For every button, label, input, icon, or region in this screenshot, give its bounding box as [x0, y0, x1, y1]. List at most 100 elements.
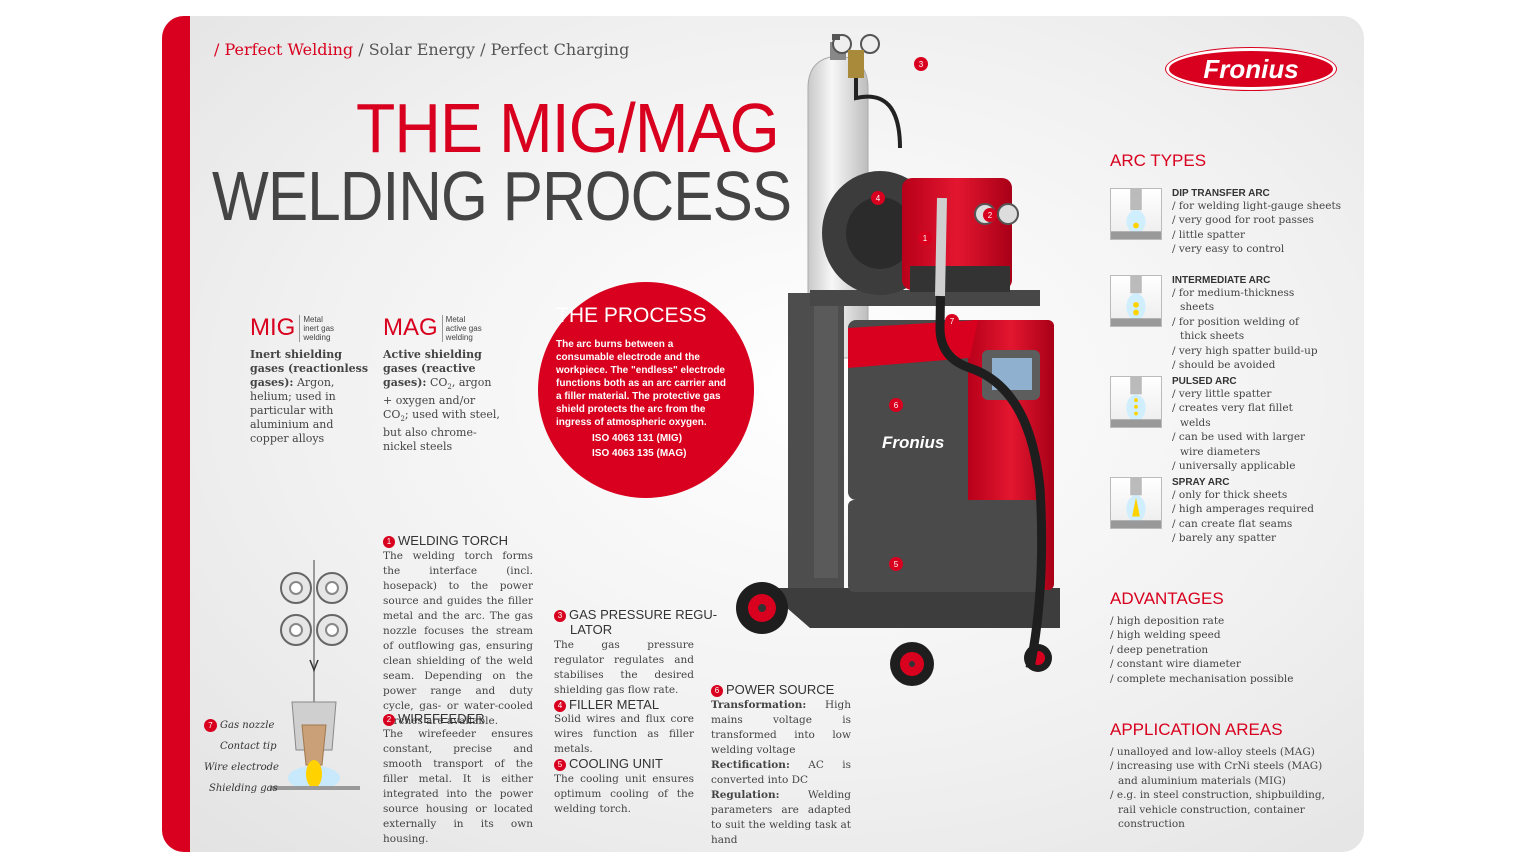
advantages-heading: ADVANTAGES [1110, 589, 1224, 608]
shielding-gas-label: Shielding gas [209, 783, 278, 794]
title-line-2: WELDING PROCESS [212, 157, 792, 235]
regulator-num: 3 [554, 610, 566, 622]
list-item: / only for thick sheets [1172, 489, 1288, 501]
wire-electrode-label: Wire electrode [204, 762, 279, 773]
list-item: / very good for root passes [1172, 214, 1314, 227]
list-item: / e.g. in steel construction, shipbuildi… [1110, 789, 1325, 831]
mag-desc-heading: Active shielding gases (reactive gases): [383, 348, 482, 389]
spray-arc-lines: / only for thick sheets / high amperages… [1172, 488, 1322, 546]
pulsed-arc-lines: / very little spatter / creates very fla… [1172, 387, 1322, 473]
list-item: / for medium-thickness sheets [1172, 287, 1295, 314]
diagram-callout-7: 7 [204, 719, 217, 732]
list-item: / high welding speed [1110, 629, 1221, 642]
spray-arc-name: SPRAY ARC [1172, 477, 1230, 488]
callout-2: 2 [988, 211, 993, 220]
power-rectification-label: Rectification: [711, 759, 790, 771]
advantages-list: / high deposition rate / high welding sp… [1110, 614, 1340, 686]
mag-description: Active shielding gases (reactive gases):… [383, 348, 501, 454]
welding-machine-illustration: Fronius 1 2 3 4 5 6 7 [736, 34, 1060, 686]
regulator-title: GAS PRESSURE REGU- [569, 607, 718, 622]
application-areas-heading: APPLICATION AREAS [1110, 720, 1283, 739]
filler-body: Solid wires and flux core wires function… [554, 713, 694, 755]
power-transformation-label: Transformation: [711, 699, 807, 711]
mig-expansion: Metal inert gas welding [299, 314, 335, 342]
arc-type-intermediate: INTERMEDIATE ARC / for medium-thickness … [1110, 275, 1322, 372]
power-rectification-body: AC is converted into DC [711, 759, 851, 786]
list-item: / high amperages required [1172, 503, 1314, 516]
application-areas-list: / unalloyed and low-alloy steels (MAG) /… [1110, 745, 1325, 831]
mig-exp-3: welding [303, 332, 331, 342]
dip-arc-name: DIP TRANSFER ARC [1172, 188, 1270, 199]
callout-5: 5 [894, 560, 899, 569]
torch-title: WELDING TORCH [398, 533, 509, 548]
pulsed-arc-text: PULSED ARC / very little spatter / creat… [1172, 376, 1322, 473]
cooling-body: The cooling unit ensures optimum cooling… [554, 773, 694, 815]
arc-types-heading: ARC TYPES [1110, 151, 1207, 170]
mag-expansion: Metal active gas welding [441, 314, 482, 342]
intermediate-arc-lines: / for medium-thickness sheets / for posi… [1172, 286, 1322, 372]
machine-logo: Fronius [882, 433, 944, 452]
title-line-1: THE MIG/MAG [356, 89, 780, 167]
mag-abbr: MAG [383, 314, 438, 341]
mag-sub-1: 2 [447, 383, 452, 392]
cooling-title: COOLING UNIT [569, 756, 663, 771]
arc-type-spray: SPRAY ARC / only for thick sheets / high… [1110, 477, 1322, 546]
dip-arc-thumbnail [1110, 188, 1162, 240]
mig-exp-2: inert gas [303, 323, 335, 333]
filler-num: 4 [554, 700, 566, 712]
arc-type-pulsed: PULSED ARC / very little spatter / creat… [1110, 376, 1322, 473]
mig-exp-1: Metal [303, 314, 323, 324]
label-gas-nozzle: 7 Gas nozzle [204, 719, 274, 732]
torch-num: 1 [383, 536, 395, 548]
mag-desc-b: , argon + oxygen and/or CO [383, 376, 492, 422]
list-item: / high deposition rate [1110, 615, 1225, 627]
intermediate-arc-name: INTERMEDIATE ARC [1172, 275, 1271, 286]
callout-1: 1 [923, 234, 928, 243]
wirefeeder-num: 2 [383, 714, 395, 726]
mag-exp-1: Metal [445, 314, 466, 324]
list-item: / little spatter [1172, 228, 1245, 241]
list-item: / unalloyed and low-alloy steels (MAG) [1110, 746, 1315, 758]
callout-6: 6 [894, 401, 899, 410]
list-item: / universally applicable [1172, 460, 1296, 473]
cooling-num: 5 [554, 759, 566, 771]
list-item: / complete mechanisation possible [1110, 672, 1294, 685]
power-title: POWER SOURCE [726, 682, 835, 697]
pulsed-arc-thumbnail [1110, 376, 1162, 428]
list-item: / can create flat seams [1172, 517, 1293, 530]
mag-desc-c: ; used with steel, but also chrome-nicke… [383, 408, 500, 454]
mig-desc-body: Argon, helium; used in particular with a… [250, 376, 336, 445]
mag-desc-a: CO [429, 376, 448, 389]
pulsed-arc-name: PULSED ARC [1172, 376, 1237, 387]
iso-mig: ISO 4063 131 (MIG) [592, 433, 683, 444]
power-transformation-body: High mains voltage is transformed into l… [711, 699, 851, 756]
power-num: 6 [711, 685, 723, 697]
gas-nozzle-label: Gas nozzle [220, 720, 275, 731]
nav-perfect-welding[interactable]: / Perfect Welding [214, 40, 354, 59]
filler-title: FILLER METAL [569, 697, 660, 712]
top-nav: / Perfect Welding / Solar Energy / Perfe… [214, 40, 629, 59]
mig-abbr: MIG [250, 314, 296, 341]
list-item: / very easy to control [1172, 243, 1285, 256]
mig-description: Inert shielding gases (reactionless gase… [250, 348, 368, 446]
list-item: / creates very flat fillet welds [1172, 402, 1293, 429]
callout-4: 4 [876, 194, 881, 203]
list-item: / barely any spatter [1172, 532, 1277, 545]
power-regulation-label: Regulation: [711, 789, 780, 801]
nav-other-divisions[interactable]: / Solar Energy / Perfect Charging [353, 40, 630, 59]
process-body: The arc burns between a consumable elect… [556, 339, 727, 428]
poster-background [162, 16, 1364, 852]
list-item: / constant wire diameter [1110, 658, 1241, 671]
regulator-title-2: LATOR [570, 622, 613, 637]
intermediate-arc-text: INTERMEDIATE ARC / for medium-thickness … [1172, 275, 1322, 372]
welding-torch-body: The welding torch forms the interface (i… [383, 550, 533, 727]
list-item: / for welding light-gauge sheets [1172, 200, 1342, 212]
mag-heading: MAG Metal active gas welding [383, 314, 482, 342]
contact-tip-label: Contact tip [220, 741, 277, 752]
cart-frame [764, 290, 1060, 628]
mig-desc-heading: Inert shielding gases (reactionless gase… [250, 348, 369, 389]
